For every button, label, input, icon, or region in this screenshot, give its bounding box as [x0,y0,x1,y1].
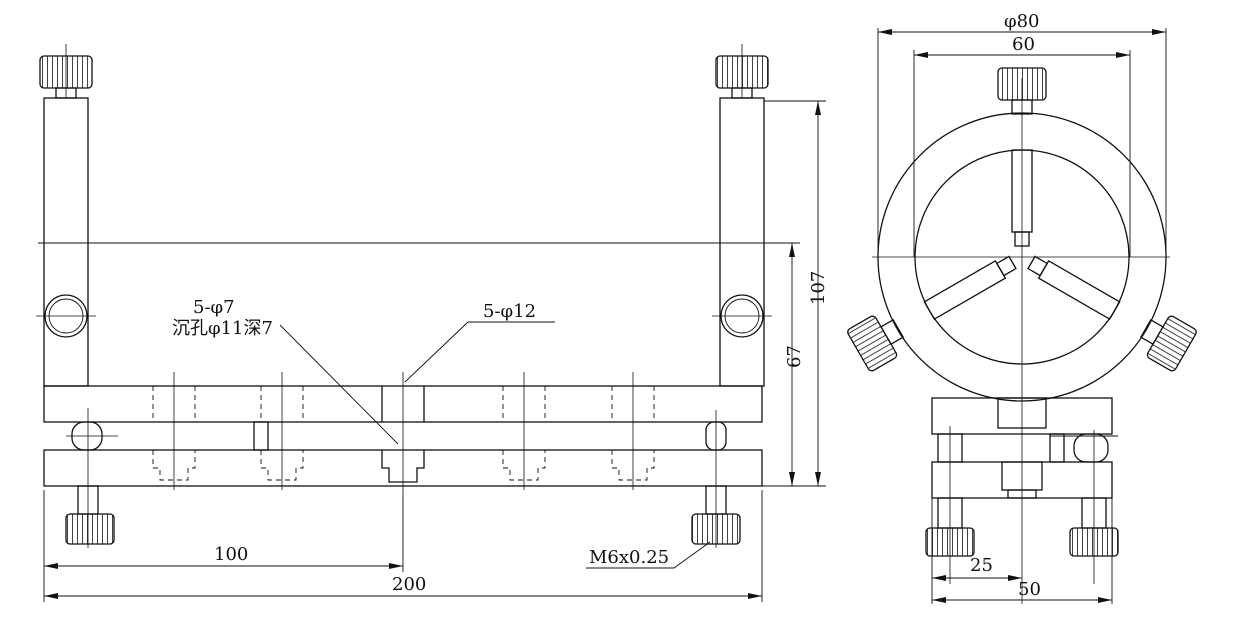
bottom-screw-left [65,408,115,548]
svg-text:φ80: φ80 [1004,11,1040,32]
dimension-107: 107 [762,100,829,487]
top-screw [997,67,1047,247]
label-counterbore: 沉孔φ11深7 [172,318,273,339]
right-screw [1027,255,1197,372]
left-post [36,44,96,387]
dimension-200: 200 [44,490,763,602]
dimension-25: 25 [931,498,1022,604]
side-upper-block [931,397,1113,435]
dimension-67: 67 [784,243,805,486]
lower-plate [43,449,763,487]
svg-text:25: 25 [970,555,993,576]
svg-text:107: 107 [808,271,829,305]
dimension-60: 60 [913,34,1131,257]
left-screw [847,255,1017,372]
dimension-50: 50 [932,498,1113,604]
dimension-phi80: φ80 [877,11,1167,255]
svg-text:200: 200 [392,574,426,595]
side-view: φ80 60 25 50 [847,11,1197,604]
svg-text:60: 60 [1012,34,1035,55]
label-thread: M6x0.25 [589,547,669,568]
label-hole-top: 5-φ12 [483,301,536,322]
right-post [712,44,772,387]
svg-text:50: 50 [1018,579,1041,600]
svg-text:67: 67 [784,345,805,368]
svg-text:100: 100 [214,544,248,565]
front-view: 5-φ7 沉孔φ11深7 5-φ12 M6x0.25 100 200 [36,44,829,602]
upper-plate [43,372,763,490]
dimension-100: 100 [43,490,404,602]
label-hole-through: 5-φ7 [193,297,235,318]
bottom-screw-right [691,410,741,548]
